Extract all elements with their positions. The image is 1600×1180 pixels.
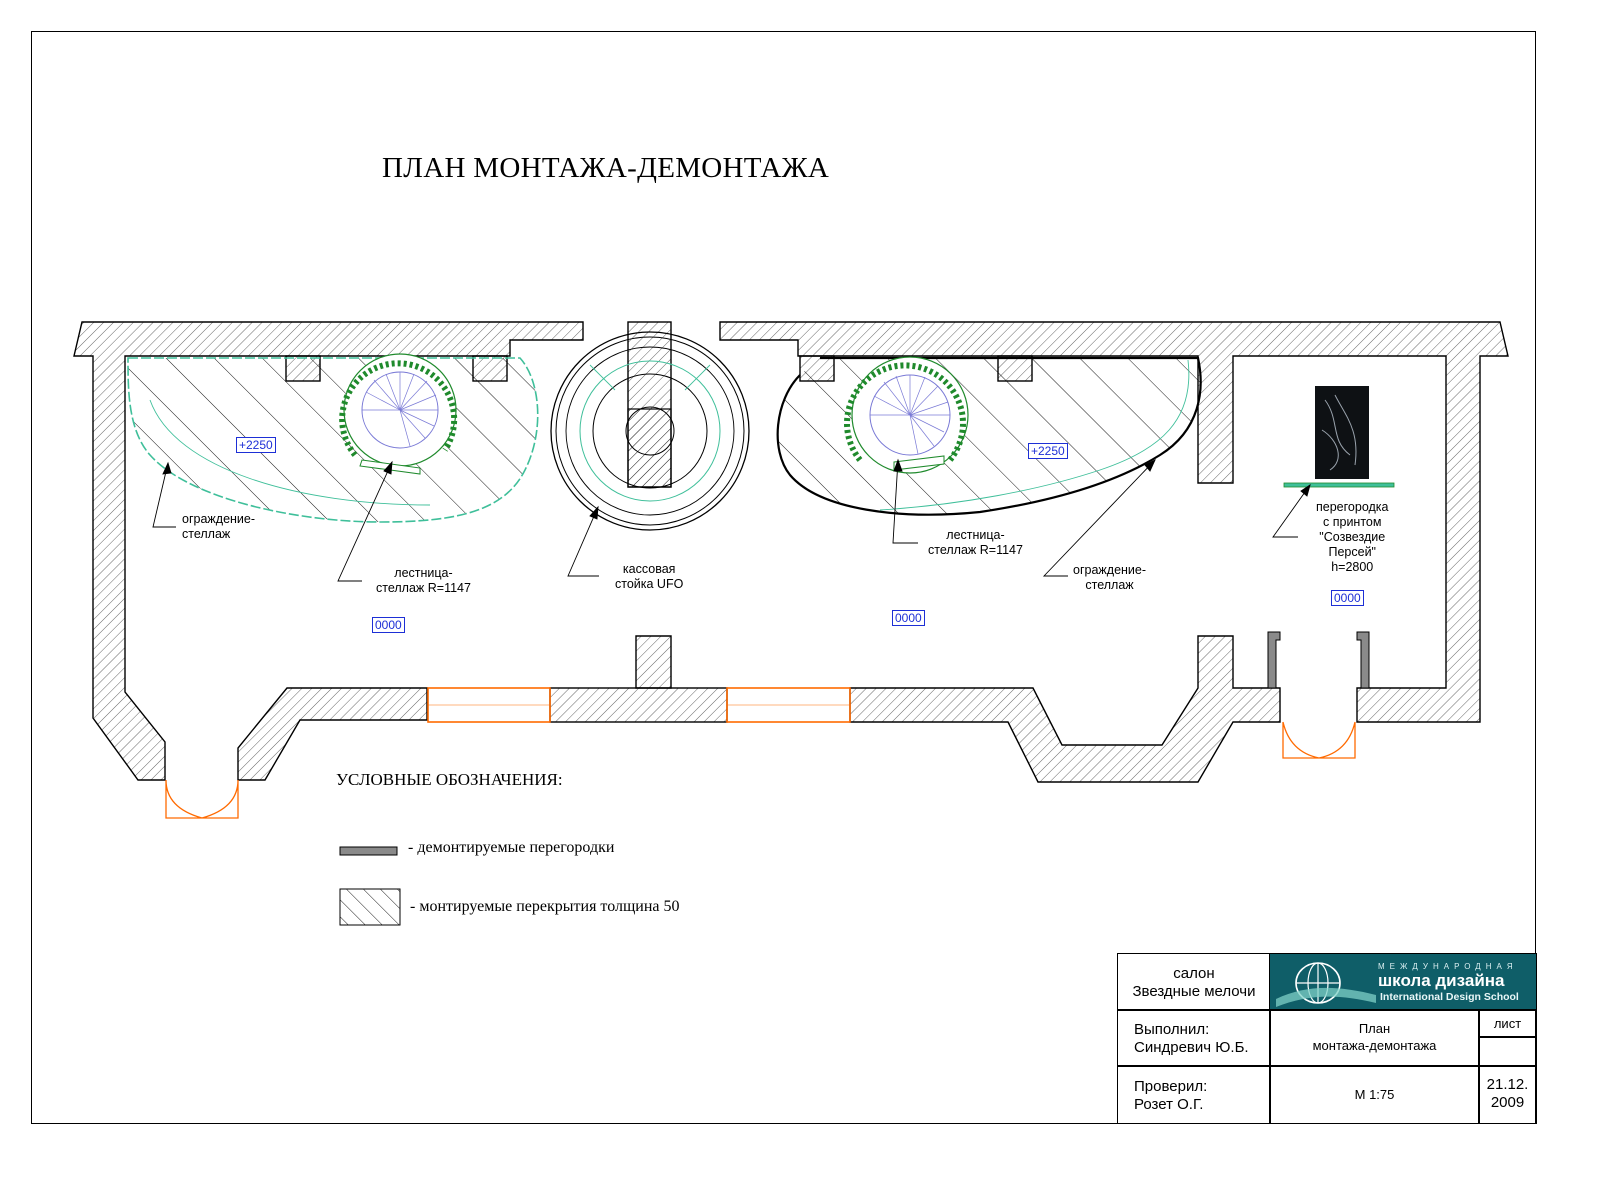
label-rail-right: ограждение- стеллаж: [1073, 563, 1147, 592]
tb-checked-name: Розет О.Г.: [1134, 1096, 1204, 1113]
tb-checked-label: Проверил:: [1134, 1078, 1208, 1095]
tb-sheet-title-line1: План: [1358, 1021, 1391, 1036]
door-right: [1282, 721, 1356, 759]
legend-swatch-demolished: [339, 846, 398, 856]
leader-lines: [152, 458, 1311, 582]
logo-sub-text: International Design School: [1380, 991, 1519, 1003]
label-stair-left: лестница- стеллаж R=1147: [376, 566, 471, 595]
wall-top-right: [719, 321, 1509, 723]
constellation-print: [1315, 386, 1369, 479]
wall-bottom-right: [849, 635, 1281, 783]
legend-swatch-mounted: [339, 888, 401, 926]
page-title: ПЛАН МОНТАЖА-ДЕМОНТАЖА: [382, 152, 830, 184]
tb-date: 21.12. 2009: [1478, 1065, 1537, 1124]
label-cash-desk: кассовая стойка UFO: [615, 562, 684, 591]
tb-performed: Выполнил: Синдревич Ю.Б.: [1117, 1009, 1271, 1067]
wall-bottom-seg2: [549, 687, 728, 723]
school-logo: МЕЖДУНАРОДНАЯ школа дизайна Internationa…: [1269, 953, 1537, 1011]
tb-performed-label: Выполнил:: [1134, 1021, 1210, 1038]
wall-bottom: [237, 687, 428, 781]
level-mark-floor-mid: 0000: [892, 610, 925, 626]
tb-sheet-title: План монтажа-демонтажа: [1269, 1009, 1480, 1067]
level-mark-mezz-left: +2250: [236, 437, 276, 453]
level-mark-mezz-right: +2250: [1028, 443, 1068, 459]
logo-main-text: школа дизайна: [1378, 971, 1505, 990]
label-stair-right: лестница- стеллаж R=1147: [928, 528, 1023, 557]
globe-icon: [1276, 962, 1376, 1007]
tb-performed-name: Синдревич Ю.Б.: [1134, 1039, 1249, 1056]
spiral-stair-right: [844, 356, 969, 474]
door-left: [165, 779, 239, 819]
tb-checked: Проверил: Розет О.Г.: [1117, 1065, 1271, 1124]
legend-demolished-label: - демонтируемые перегородки: [408, 839, 615, 856]
logo-top-text: МЕЖДУНАРОДНАЯ: [1378, 962, 1518, 971]
cash-desk-ufo: [550, 331, 750, 531]
label-rail-left: ограждение- стеллаж: [182, 512, 256, 541]
legend-mounted-label: - монтируемые перекрытия толщина 50: [410, 898, 680, 915]
level-mark-floor-left: 0000: [372, 617, 405, 633]
tb-date-line2: 2009: [1490, 1094, 1525, 1111]
label-partition: перегородка с принтом "Созвездие Персей"…: [1316, 500, 1389, 574]
mezzanine-right: [776, 356, 1202, 516]
title-block: салон Звездные мелочи МЕЖДУНАРОДНАЯ школ…: [1117, 953, 1537, 1124]
tb-sheet-label: лист: [1478, 1009, 1537, 1038]
doors: [165, 721, 1356, 819]
tb-sheet-number: [1478, 1036, 1537, 1067]
spiral-stair-left: [339, 353, 458, 475]
tb-scale: М 1:75: [1269, 1065, 1480, 1124]
wall-top-left: [73, 321, 584, 781]
level-mark-floor-right: 0000: [1331, 590, 1364, 606]
tb-project: салон Звездные мелочи: [1117, 953, 1271, 1011]
demolished-right: [1356, 631, 1370, 689]
tb-sheet-title-line2: монтажа-демонтажа: [1312, 1038, 1437, 1053]
windows: [427, 687, 851, 723]
legend-heading: УСЛОВНЫЕ ОБОЗНАЧЕНИЯ:: [336, 770, 563, 789]
demolished-partitions: [1267, 631, 1370, 689]
tb-date-line1: 21.12.: [1486, 1076, 1529, 1093]
partition-print: [1283, 386, 1395, 488]
tb-project-line2: Звездные мелочи: [1132, 983, 1256, 1000]
wall-bottom-pillar: [635, 635, 672, 689]
demolished-left: [1267, 631, 1281, 689]
tb-project-line1: салон: [1173, 965, 1215, 982]
sheet-frame: [31, 31, 1536, 1124]
